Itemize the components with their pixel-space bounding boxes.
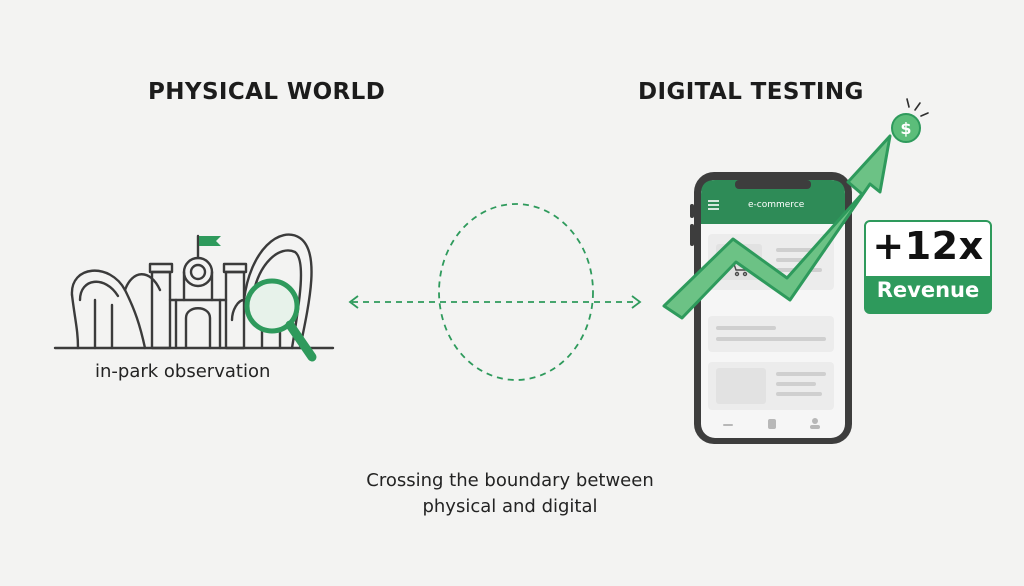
flag-icon [199, 236, 221, 246]
up-arrow-icon [662, 134, 892, 320]
phone-content-card [708, 362, 834, 410]
revenue-multiplier: +12x [872, 224, 984, 268]
phone-tab-bar [723, 418, 820, 429]
phone-content-card [708, 316, 834, 352]
footer-line-1: Crossing the boundary between [366, 470, 654, 491]
boundary-circle [438, 203, 594, 381]
svg-text:$: $ [900, 119, 911, 138]
digital-testing-heading: DIGITAL TESTING [638, 79, 864, 105]
footer-caption: Crossing the boundary between physical a… [330, 468, 690, 520]
bidirectional-arrow [348, 295, 642, 309]
dollar-coin-icon: $ [891, 98, 929, 143]
menu-icon [708, 200, 719, 210]
footer-line-2: physical and digital [422, 496, 598, 517]
revenue-label: Revenue [876, 278, 980, 302]
revenue-badge [864, 220, 992, 314]
magnifier-icon [244, 278, 317, 362]
in-park-caption: in-park observation [95, 361, 271, 382]
phone-app-title: e-commerce [748, 200, 805, 210]
physical-world-heading: PHYSICAL WORLD [148, 79, 386, 105]
